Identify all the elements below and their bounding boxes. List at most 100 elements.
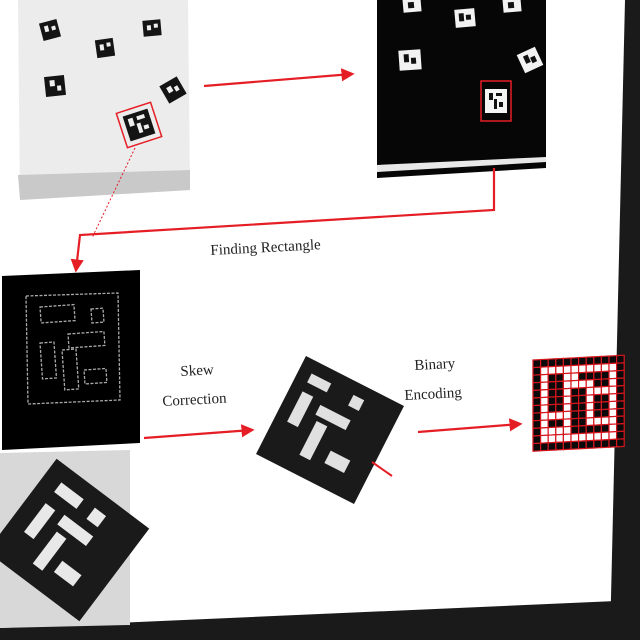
encoding-cell [539, 404, 549, 414]
encoding-cell [570, 425, 580, 435]
encoding-cell [608, 408, 618, 418]
encoding-cell [555, 426, 564, 436]
encoding-cell [608, 438, 618, 448]
encoding-cell [539, 381, 549, 391]
encoding-cell [593, 439, 602, 449]
encoding-cell [555, 365, 564, 375]
encoding-cell [555, 441, 564, 451]
encoding-cell [593, 431, 602, 442]
encoding-cell [577, 440, 587, 450]
encoding-cell [532, 366, 542, 376]
threshold-target-marker [480, 80, 512, 122]
encoding-cell [593, 401, 602, 411]
encoding-cell [532, 442, 542, 452]
encoding-cell [615, 377, 625, 387]
encoding-cell [585, 386, 595, 396]
encoding-cell [593, 363, 602, 373]
encoding-cell [539, 411, 549, 422]
encoding-cell [608, 430, 618, 441]
encoding-cell [608, 415, 618, 426]
encoding-cell [593, 416, 602, 426]
encoding-cell [577, 356, 587, 366]
encoding-cell [532, 381, 542, 392]
encoding-cell [615, 369, 625, 380]
encoding-cell [577, 371, 587, 382]
encoding-cell [593, 408, 602, 419]
threshold-marker [454, 8, 476, 28]
encoding-cell [539, 373, 549, 384]
encoding-cell [570, 394, 580, 405]
encoding-cell [562, 380, 572, 390]
encoding-cell [600, 408, 610, 418]
encoding-cell [570, 356, 580, 367]
encoding-cell [562, 395, 572, 405]
encoding-cell [608, 354, 618, 365]
encoding-cell [585, 439, 595, 450]
encoding-cell [615, 400, 625, 410]
skew-tick [371, 461, 393, 477]
encoding-cell [532, 358, 542, 369]
threshold-panel [377, 0, 546, 178]
encoding-cell [562, 357, 572, 367]
encoding-cell [532, 412, 542, 422]
encoding-cell [585, 371, 595, 381]
threshold-marker [402, 0, 422, 13]
encoding-cell [615, 430, 625, 440]
encoding-cell [562, 410, 572, 420]
binary-label: Binary [414, 355, 456, 374]
arrow-find-rectangle [70, 168, 496, 273]
encoding-cell [615, 392, 625, 402]
encoding-cell [585, 363, 595, 374]
encoding-cell [570, 364, 580, 374]
encoding-cell [547, 380, 557, 391]
encoding-cell [615, 415, 625, 425]
encoding-cell [539, 419, 549, 429]
encoding-cell [615, 407, 625, 418]
corrected-marker-panel [256, 356, 404, 504]
encoding-cell [600, 393, 610, 403]
arrow-binary-encoding [417, 418, 523, 434]
encoding-cell [608, 400, 618, 410]
encoding-cell [577, 394, 587, 404]
encoding-cell [547, 388, 557, 398]
encoding-cell [577, 424, 587, 435]
encoding-cell [555, 418, 564, 428]
arrow-threshold [203, 68, 355, 88]
encoding-cell [600, 362, 610, 373]
encoding-cell [562, 425, 572, 436]
encoding-cell [585, 432, 595, 442]
encoding-cell [547, 441, 557, 452]
threshold-marker [502, 0, 522, 13]
encoding-cell [547, 411, 557, 421]
photo-marker [44, 75, 66, 97]
edge-panel [2, 270, 140, 450]
encoding-cell [608, 370, 618, 380]
encoding-cell [532, 389, 542, 399]
encoding-cell [532, 427, 542, 437]
encoding-cell [555, 395, 564, 406]
encoding-cell [577, 409, 587, 420]
encoding-cell [562, 440, 572, 451]
encoding-cell [608, 392, 618, 403]
encoding-cell [555, 372, 564, 383]
encoding-cell [570, 410, 580, 420]
encoding-cell [562, 402, 572, 413]
encoding-cell [615, 354, 625, 364]
encoding-cell [539, 426, 549, 437]
encoding-cell [593, 393, 602, 404]
encoding-cell [608, 362, 618, 372]
encoding-cell [585, 401, 595, 412]
encoding-cell [532, 419, 542, 430]
encoding-cell [570, 432, 580, 443]
encoding-cell [555, 433, 564, 444]
encoding-cell [600, 355, 610, 365]
encoding-cell [555, 380, 564, 390]
encoding-cell [585, 378, 595, 389]
encoding-cell [539, 388, 549, 399]
photo-marker [159, 76, 187, 104]
encoding-cell [577, 432, 587, 442]
input-photo-panel [18, 0, 190, 200]
encoding-cell [593, 378, 602, 388]
correction-label: Correction [162, 390, 227, 410]
